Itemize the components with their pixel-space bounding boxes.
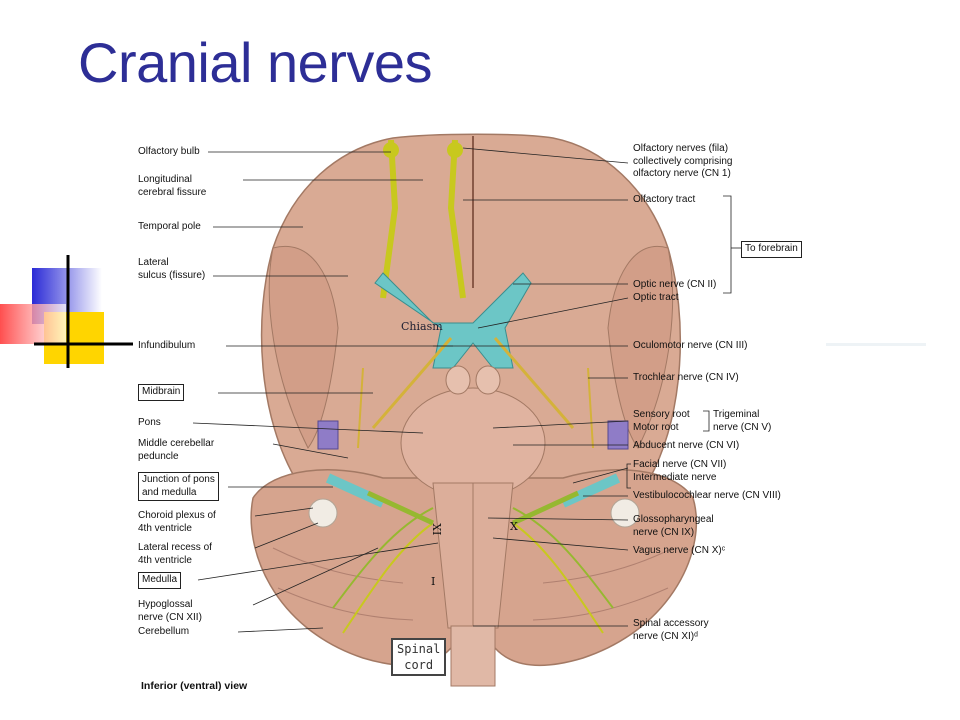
spinal-cord-label: Spinal cord <box>391 638 447 676</box>
label-to-forebrain: To forebrain <box>741 241 802 258</box>
label-vagus-nerve: Vagus nerve (CN X)ᶜ <box>633 545 726 556</box>
label-optic-nerve: Optic nerve (CN II) <box>633 279 717 290</box>
label-hypoglossal-nerve: Hypoglossal nerve (CN XII) <box>138 599 202 623</box>
label-temporal-pole: Temporal pole <box>138 221 201 232</box>
decorative-squares <box>0 255 140 370</box>
label-lateral-sulcus: Lateral sulcus (fissure) <box>138 257 206 281</box>
slide-title: Cranial nerves <box>78 31 433 94</box>
label-choroid-plexus: Choroid plexus of 4th ventricle <box>138 510 216 534</box>
brain-drawing <box>250 133 698 687</box>
label-sensory-motor-root: Sensory root Motor root <box>633 409 690 433</box>
label-junction-pons-medulla: Junction of pons and medulla <box>138 472 219 501</box>
label-trigeminal-nerve: Trigeminal nerve (CN V) <box>713 409 772 433</box>
label-medulla: Medulla <box>138 572 182 589</box>
label-lateral-recess: Lateral recess of 4th ventricle <box>138 542 212 566</box>
label-abducent-nerve: Abducent nerve (CN VI) <box>633 440 740 451</box>
brain-illustration: Olfactory bulb Longitudinal cerebral fis… <box>133 128 825 694</box>
figure-caption: Inferior (ventral) view <box>141 680 248 692</box>
roman-x-label: X <box>510 520 518 533</box>
label-olfactory-bulb: Olfactory bulb <box>138 146 200 157</box>
label-longitudinal-fissure: Longitudinal cerebral fissure <box>138 174 207 198</box>
label-trochlear-nerve: Trochlear nerve (CN IV) <box>633 372 739 383</box>
label-midbrain: Midbrain <box>138 384 185 401</box>
label-vestibulocochlear-nerve: Vestibulocochlear nerve (CN VIII) <box>633 490 781 501</box>
roman-xi-label: I <box>431 575 436 588</box>
label-spinal-accessory-nerve: Spinal accessory nerve (CN XI)ᵈ <box>633 618 709 642</box>
label-oculomotor-nerve: Oculomotor nerve (CN III) <box>633 340 748 351</box>
leader-lines <box>192 147 741 633</box>
label-optic-tract: Optic tract <box>633 292 679 303</box>
label-olfactory-tract: Olfactory tract <box>633 194 696 205</box>
divider-line <box>826 343 926 346</box>
chiasm-label: Chiasm <box>401 320 443 333</box>
roman-ix-label: IX <box>430 523 444 536</box>
label-middle-cerebellar-peduncle: Middle cerebellar peduncle <box>138 438 215 462</box>
label-glossopharyngeal-nerve: Glossopharyngeal nerve (CN IX) <box>633 514 714 538</box>
label-facial-nerve: Facial nerve (CN VII) Intermediate nerve <box>633 459 727 483</box>
label-cerebellum: Cerebellum <box>138 626 190 637</box>
label-pons: Pons <box>138 417 161 428</box>
label-olfactory-nerves: Olfactory nerves (fila) collectively com… <box>633 143 733 179</box>
label-infundibulum: Infundibulum <box>138 340 196 351</box>
